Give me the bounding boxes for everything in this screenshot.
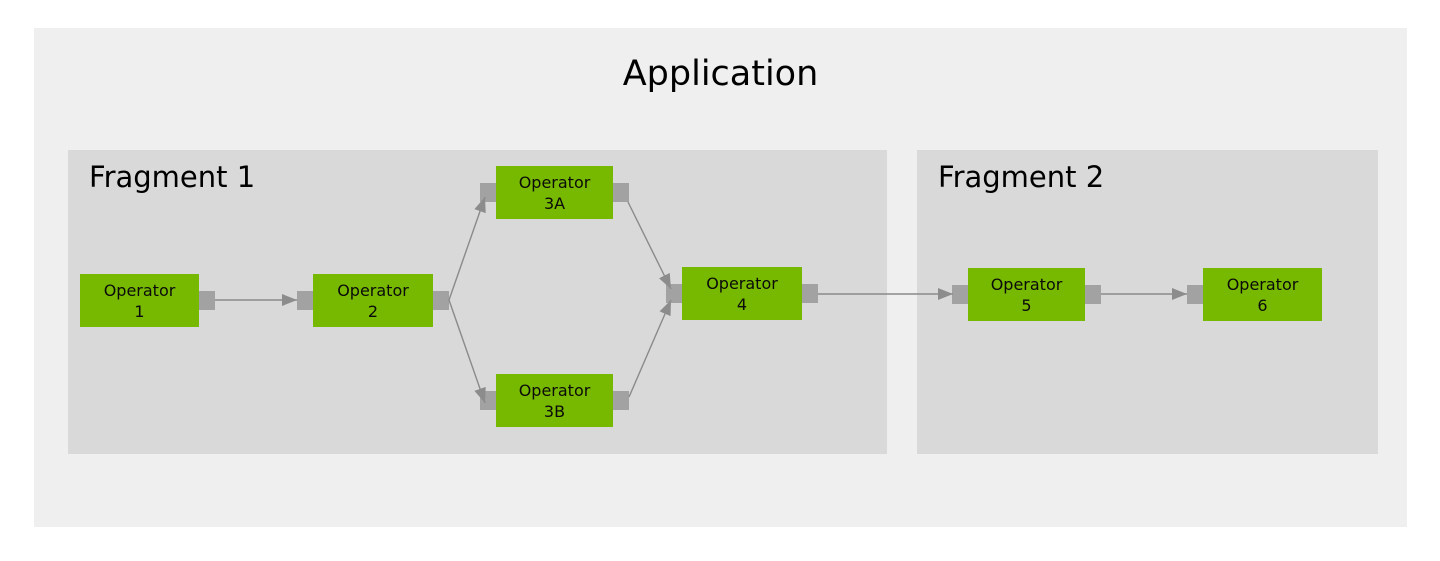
operator-3b-node: Operator 3B <box>480 374 629 427</box>
operator-1-output-port <box>199 291 215 310</box>
operator-5-output-port <box>1085 285 1101 304</box>
operator-2-label-line1: Operator <box>337 280 409 300</box>
operator-6-label-line2: 6 <box>1257 295 1268 315</box>
operator-3a-node: Operator 3A <box>480 166 629 219</box>
operator-5-label-line1: Operator <box>990 274 1063 294</box>
operator-6-node: Operator 6 <box>1187 268 1322 321</box>
operator-6-input-port <box>1187 285 1203 304</box>
operator-5-node: Operator 5 <box>952 268 1101 321</box>
operator-4-node: Operator 4 <box>666 267 818 320</box>
operator-4-label-line2: 4 <box>736 294 748 314</box>
operator-3b-input-port <box>480 391 496 410</box>
operator-1-label-line2: 1 <box>134 301 145 321</box>
operator-3a-label-line2: 3A <box>543 193 566 213</box>
operator-3b-output-port <box>613 391 629 410</box>
operator-3b-label-line2: 3B <box>543 401 566 421</box>
operator-4-label-line1: Operator <box>706 273 778 293</box>
operator-2-input-port <box>297 291 313 310</box>
operator-6-label-line1: Operator <box>1226 274 1299 294</box>
operator-5-label-line2: 5 <box>1021 295 1032 315</box>
fragment-1-label: Fragment 1 <box>89 160 256 194</box>
operator-3a-output-port <box>613 183 629 202</box>
operator-4-input-port <box>666 284 682 303</box>
operator-2-output-port <box>433 291 449 310</box>
operator-5-input-port <box>952 285 968 304</box>
operator-4-output-port <box>802 284 818 303</box>
application-title: Application <box>622 54 819 94</box>
operator-3a-input-port <box>480 183 496 202</box>
operator-3a-label-line1: Operator <box>518 172 591 192</box>
operator-2-node: Operator 2 <box>297 274 449 327</box>
operator-3b-label-line1: Operator <box>518 380 591 400</box>
operator-1-node: Operator 1 <box>80 274 215 327</box>
fragment-2-label: Fragment 2 <box>938 160 1105 194</box>
operator-2-label-line2: 2 <box>367 301 379 321</box>
operator-1-label-line1: Operator <box>103 280 176 300</box>
